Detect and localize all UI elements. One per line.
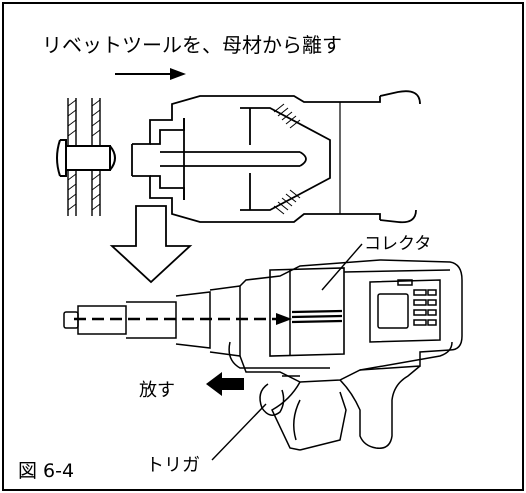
mandrel-path-arrow	[74, 313, 292, 325]
down-arrow-icon	[109, 205, 193, 284]
collector-leader-line	[321, 243, 363, 291]
release-arrow-icon	[206, 372, 244, 396]
trigger-label: トリガ	[146, 455, 200, 476]
release-label: 放す	[139, 380, 175, 401]
instruction-text: リベットツールを、母材から離す	[42, 33, 342, 57]
rivet-tool-body	[63, 259, 463, 451]
motion-arrow	[115, 68, 186, 80]
trigger-leader-line	[211, 403, 267, 461]
nose-jaw-section	[131, 90, 421, 224]
base-material-section	[56, 98, 116, 216]
collector-label: コレクタ	[364, 234, 432, 254]
figure-number: 図 6-4	[18, 460, 75, 482]
